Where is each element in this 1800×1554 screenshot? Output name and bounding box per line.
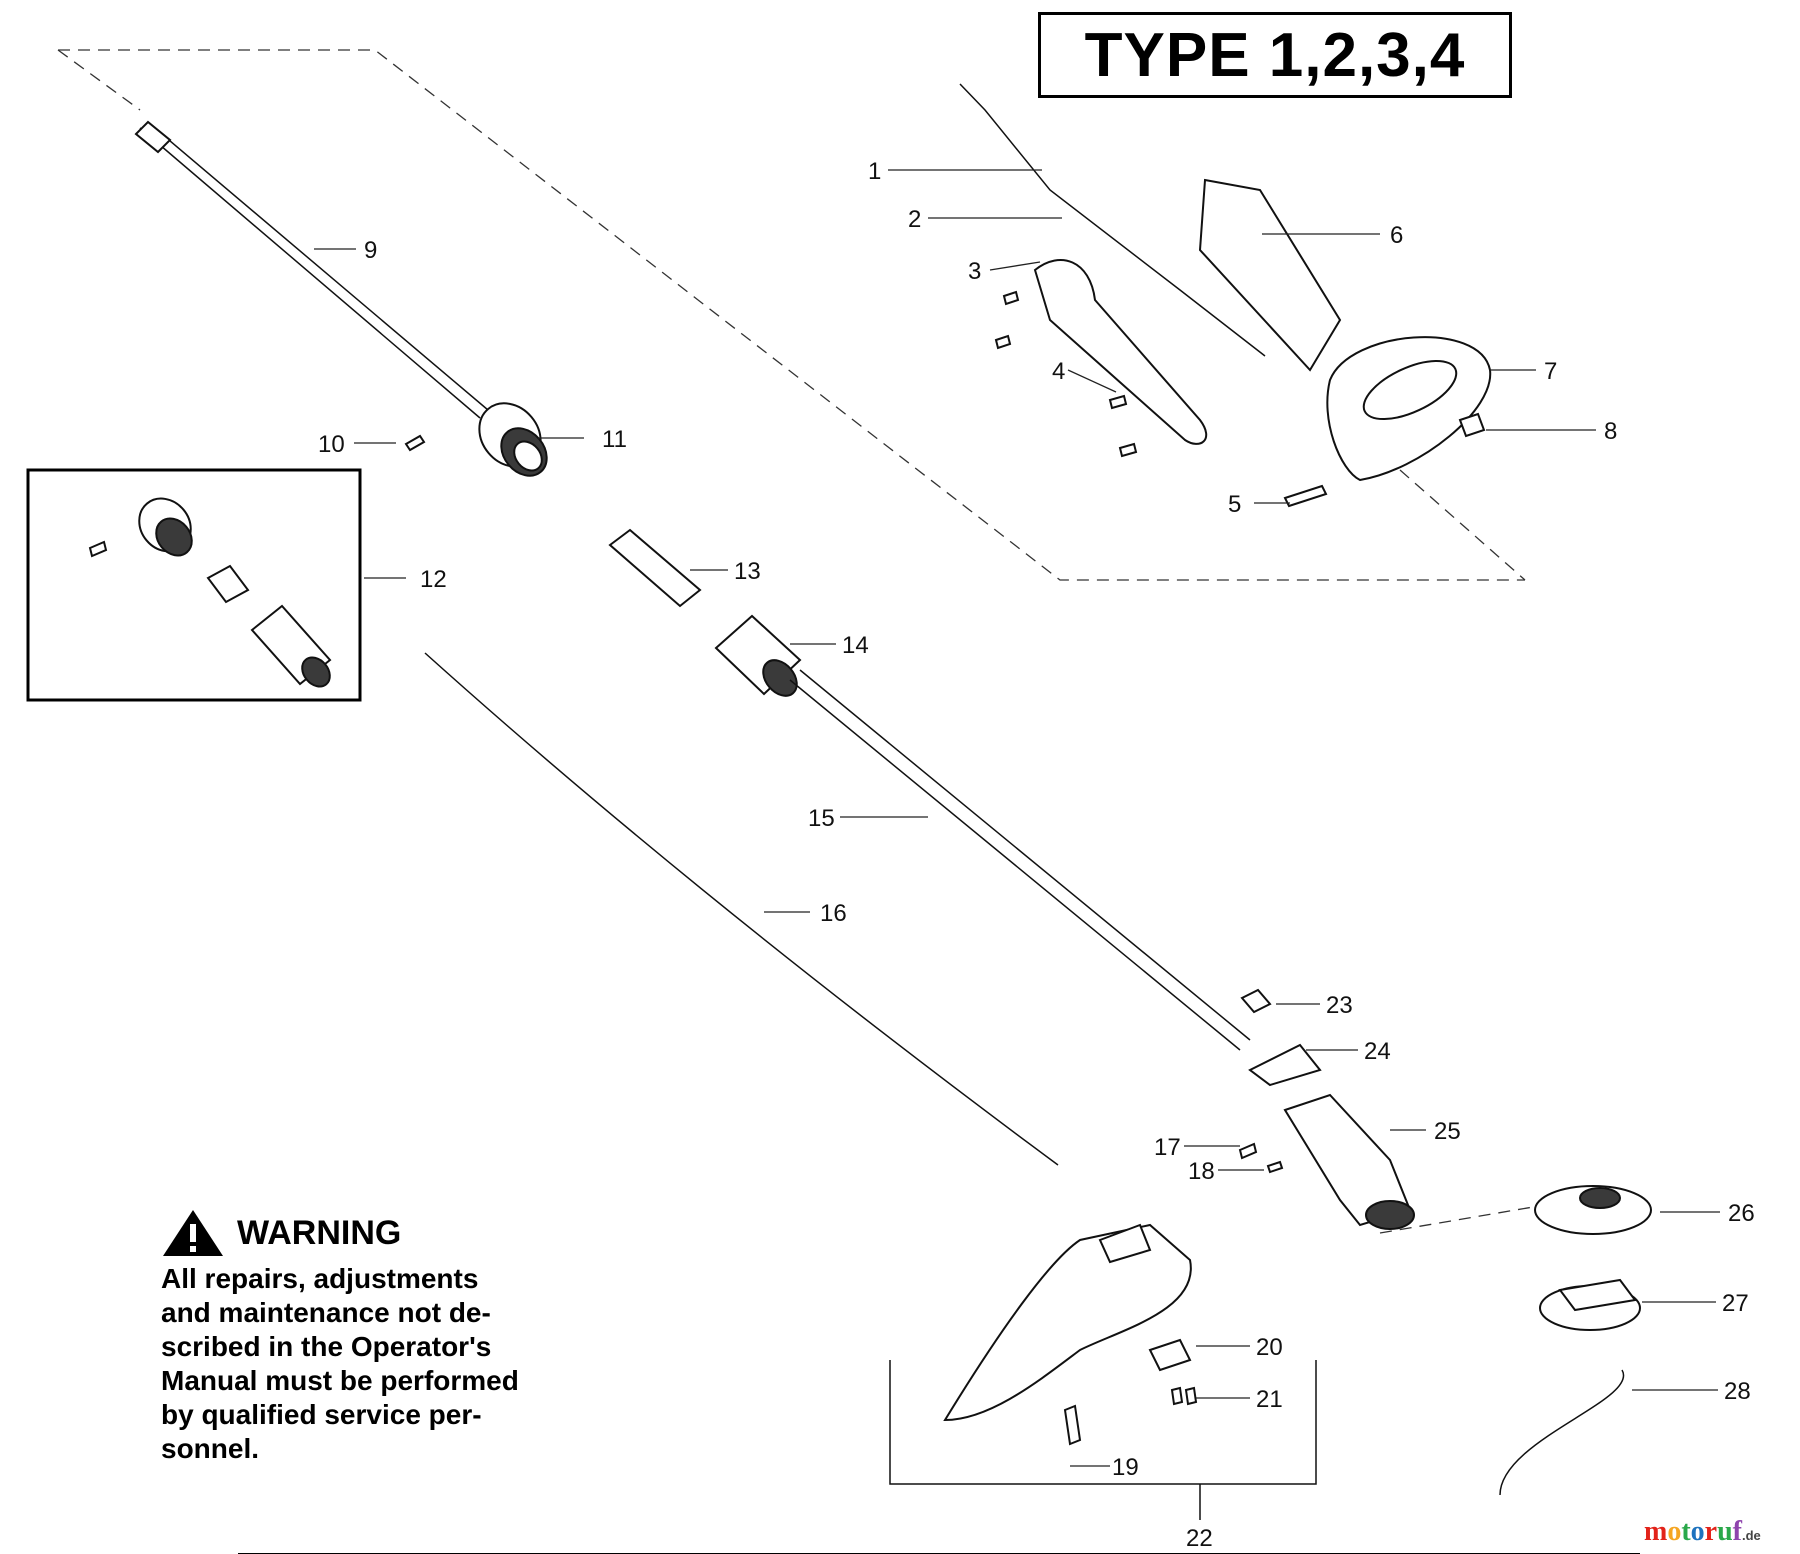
callout-5: 5 (1228, 491, 1241, 518)
warning-triangle-icon (163, 1210, 223, 1256)
trimmer-head (1499, 1185, 1652, 1496)
callout-14: 14 (842, 632, 869, 659)
brand-letter: u (1717, 1516, 1733, 1547)
coupler-screw (404, 434, 426, 452)
callout-22: 22 (1186, 1525, 1213, 1552)
warning-title: WARNING (237, 1213, 402, 1252)
upper-shaft-tube (134, 120, 489, 419)
warning-line: All repairs, adjustments (161, 1263, 479, 1294)
brand-suffix: .de (1742, 1528, 1761, 1543)
brand-letter: o (1690, 1516, 1705, 1547)
callout-8: 8 (1604, 418, 1617, 445)
callout-11: 11 (602, 426, 627, 453)
callout-16: 16 (820, 900, 847, 927)
callout-4: 4 (1052, 358, 1065, 385)
gear-head-assembly (1238, 988, 1415, 1230)
brand-letter: o (1667, 1516, 1682, 1547)
warning-line: by qualified service per- (161, 1399, 482, 1430)
callout-19: 19 (1112, 1454, 1139, 1481)
warning-line: scribed in the Operator's (161, 1331, 492, 1362)
brand-watermark: motoruf.de (1644, 1516, 1761, 1548)
callout-6: 6 (1390, 222, 1403, 249)
type-label-box: TYPE 1,2,3,4 (1038, 12, 1512, 98)
part-callouts: 1 2 3 4 5 6 7 8 9 10 11 12 13 14 15 16 1… (318, 158, 1755, 1552)
brand-letter: t (1681, 1516, 1691, 1547)
handle-assembly (959, 83, 1492, 508)
leader-lines (314, 169, 1720, 1467)
brand-letter: f (1732, 1516, 1742, 1547)
callout-28: 28 (1724, 1378, 1751, 1405)
trimmer-guard (889, 1223, 1317, 1520)
callout-27: 27 (1722, 1290, 1749, 1317)
callout-3: 3 (968, 258, 981, 285)
warning-line: Manual must be performed (161, 1365, 519, 1396)
coupler-kit-inset (26, 468, 362, 702)
callout-23: 23 (1326, 992, 1353, 1019)
callout-26: 26 (1728, 1200, 1755, 1227)
callout-12: 12 (420, 566, 447, 593)
callout-13: 13 (734, 558, 761, 585)
warning-text: All repairs, adjustments and maintenance… (161, 1262, 551, 1466)
callout-21: 21 (1256, 1386, 1283, 1413)
brand-letter: m (1644, 1516, 1668, 1547)
warning-header: WARNING (161, 1208, 551, 1258)
callout-2: 2 (908, 206, 921, 233)
callout-7: 7 (1544, 358, 1557, 385)
callout-10: 10 (318, 431, 345, 458)
warning-line: sonnel. (161, 1433, 260, 1464)
assembly-guide-lines (57, 49, 1546, 1234)
callout-25: 25 (1434, 1118, 1461, 1145)
warning-line: and maintenance not de- (161, 1297, 491, 1328)
drive-cable (424, 652, 1059, 1166)
lower-shaft-assembly (608, 528, 1251, 1051)
callout-17: 17 (1154, 1134, 1181, 1161)
callout-1: 1 (868, 158, 881, 185)
type-title: TYPE 1,2,3,4 (1084, 20, 1466, 90)
callout-20: 20 (1256, 1334, 1283, 1361)
callout-18: 18 (1188, 1158, 1215, 1185)
callout-15: 15 (808, 805, 835, 832)
callout-24: 24 (1364, 1038, 1391, 1065)
warning-notice: WARNING All repairs, adjustments and mai… (161, 1208, 551, 1466)
brand-letter: r (1704, 1516, 1718, 1547)
callout-9: 9 (364, 237, 377, 264)
shaft-coupler (478, 402, 548, 477)
